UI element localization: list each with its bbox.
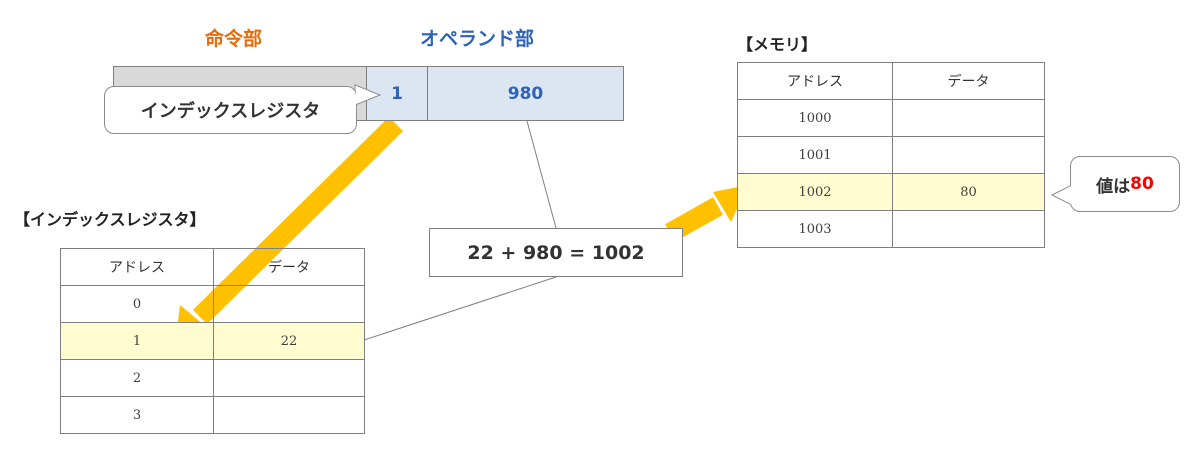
address-field: 980 xyxy=(427,66,624,121)
column-header-data: データ xyxy=(892,62,1045,100)
address-cell: 3 xyxy=(60,396,214,434)
data-cell xyxy=(892,136,1045,174)
callout-index-register: インデックスレジスタ xyxy=(104,86,357,134)
table-row: 0 xyxy=(60,285,365,323)
data-cell xyxy=(213,359,365,397)
address-cell: 1000 xyxy=(737,99,893,137)
address-calculation: 22 + 980 = 1002 xyxy=(429,228,683,277)
data-cell: 80 xyxy=(892,173,1045,211)
index-register-title: 【インデックスレジスタ】 xyxy=(14,210,206,229)
table-row: 2 xyxy=(60,359,365,397)
operand-to-calc-line xyxy=(526,120,557,229)
table-header-row: アドレス データ xyxy=(737,62,1045,100)
table-row-highlighted: 1 22 xyxy=(60,322,365,360)
address-cell: 0 xyxy=(60,285,214,323)
address-cell: 1003 xyxy=(737,210,893,248)
column-header-address: アドレス xyxy=(737,62,893,100)
table-row: 1000 xyxy=(737,99,1045,137)
memory-title: 【メモリ】 xyxy=(737,35,818,54)
value-prefix: 値は xyxy=(1096,176,1131,197)
memory-table: アドレス データ 1000 1001 1002 80 1003 xyxy=(737,62,1045,248)
index-register-table: アドレス データ 0 1 22 2 3 xyxy=(60,248,365,434)
opcode-label: 命令部 xyxy=(205,28,263,50)
calc-to-index-row-line xyxy=(363,276,557,341)
address-cell: 1 xyxy=(60,322,214,360)
data-cell: 22 xyxy=(213,322,365,360)
address-cell: 1001 xyxy=(737,136,893,174)
column-header-address: アドレス xyxy=(60,248,214,286)
table-row: 1001 xyxy=(737,136,1045,174)
table-row: 3 xyxy=(60,396,365,434)
address-cell: 1002 xyxy=(737,173,893,211)
value-number: 80 xyxy=(1130,174,1154,194)
data-cell xyxy=(892,210,1045,248)
table-row-highlighted: 1002 80 xyxy=(737,173,1045,211)
table-row: 1003 xyxy=(737,210,1045,248)
data-cell xyxy=(213,396,365,434)
table-header-row: アドレス データ xyxy=(60,248,365,286)
data-cell xyxy=(213,285,365,323)
data-cell xyxy=(892,99,1045,137)
address-cell: 2 xyxy=(60,359,214,397)
operand-label: オペランド部 xyxy=(420,28,535,50)
